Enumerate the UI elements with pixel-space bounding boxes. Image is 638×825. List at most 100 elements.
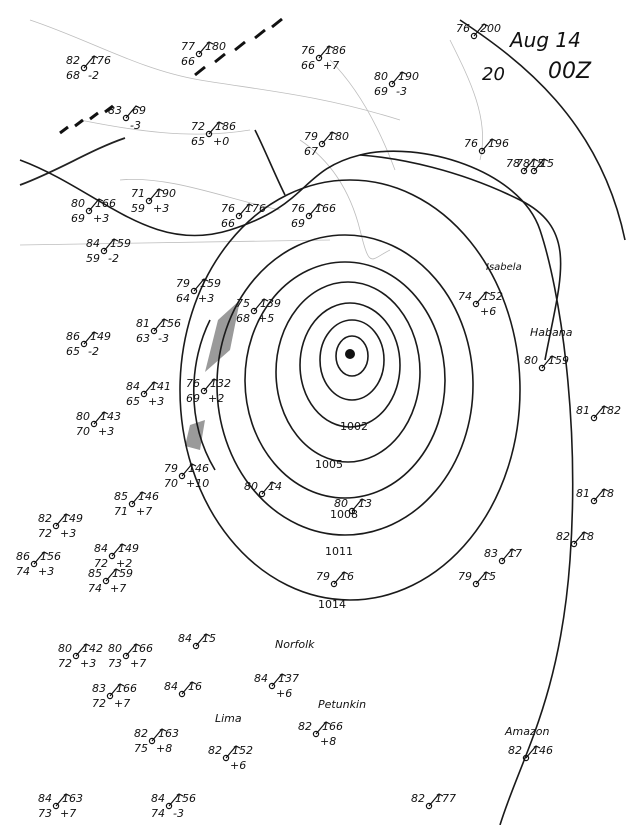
station-tendency: +3 [80,657,96,670]
station-dewpoint: 63 [136,332,150,345]
wind-barb [253,298,269,312]
station-temp: 79 [164,462,178,475]
station-pressure: 190 [155,187,176,200]
station-dewpoint: 73 [108,657,122,670]
station-pressure: 186 [325,44,346,57]
station-temp: 84 [164,680,178,693]
wind-barb [143,381,159,395]
station-dewpoint: 65 [126,395,140,408]
station-tendency: +2 [208,392,224,405]
station-circle [195,50,203,58]
wind-barb [333,571,349,585]
wind-barb [321,131,337,145]
station-circle [590,497,598,505]
station-temp: 85 [88,567,102,580]
station-tendency: +6 [276,687,292,700]
station-dewpoint: 74 [88,582,102,595]
station-circle [192,642,200,650]
wind-barb [533,158,549,172]
station-temp: 84 [178,632,192,645]
station-pressure: 18 [600,487,614,500]
station-dewpoint: 74 [16,565,30,578]
station-tendency: +2 [116,557,132,570]
station-temp: 84 [86,237,100,250]
station-circle [235,212,243,220]
wind-barb [523,158,539,172]
station-tendency: +7 [130,657,146,670]
wind-barb [428,793,444,807]
station-circle [472,300,480,308]
station-temp: 83 [108,104,122,117]
station-tendency: +5 [258,312,274,325]
wind-barb [593,405,609,419]
station-circle [312,730,320,738]
station-pressure: 16 [340,570,354,583]
station-dewpoint: 75 [134,742,148,755]
station-circle [178,472,186,480]
station-circle [315,54,323,62]
station-dewpoint: 67 [304,145,318,158]
hurricane-isobars [179,179,521,601]
station-circle [52,802,60,810]
station-dewpoint: 69 [186,392,200,405]
station-pressure: 142 [82,642,103,655]
station-pressure: 149 [90,330,111,343]
station-circle [165,802,173,810]
wind-barb [75,643,91,657]
station-circle [268,682,276,690]
wind-barb [88,198,104,212]
station-pressure: 159 [200,277,221,290]
wind-barb [93,411,109,425]
station-pressure: 137 [278,672,299,685]
station-temp: 80 [524,354,538,367]
wind-barb [181,681,197,695]
station-temp: 81 [136,317,150,330]
station-temp: 83 [484,547,498,560]
station-pressure: 200 [480,22,501,35]
station-pressure: 159 [548,354,569,367]
station-temp: 82 [38,512,52,525]
station-circle [522,754,530,762]
wind-barb [203,378,219,392]
station-tendency: +3 [98,425,114,438]
station-circle [72,652,80,660]
station-dewpoint: 69 [374,85,388,98]
station-pressure: 15 [202,632,216,645]
station-temp: 75 [236,297,250,310]
station-pressure: 146 [188,462,209,475]
station-pressure: 15 [540,157,554,170]
station-circle [100,247,108,255]
station-temp: 76 [456,22,470,35]
station-tendency: +3 [198,292,214,305]
station-circle [590,414,598,422]
station-pressure: 159 [112,567,133,580]
station-circle [148,737,156,745]
station-pressure: 163 [62,792,83,805]
station-circle [30,560,38,568]
station-pressure: 163 [158,727,179,740]
station-dewpoint: 70 [76,425,90,438]
station-circle [478,147,486,155]
station-dewpoint: 59 [131,202,145,215]
station-pressure: 166 [315,202,336,215]
station-circle [52,522,60,530]
station-pressure: 149 [118,542,139,555]
station-dewpoint: 66 [301,59,315,72]
wind-barb [573,531,589,545]
station-temp: 78 [516,157,530,170]
wind-barb [481,138,497,152]
station-pressure: 13 [358,497,372,510]
